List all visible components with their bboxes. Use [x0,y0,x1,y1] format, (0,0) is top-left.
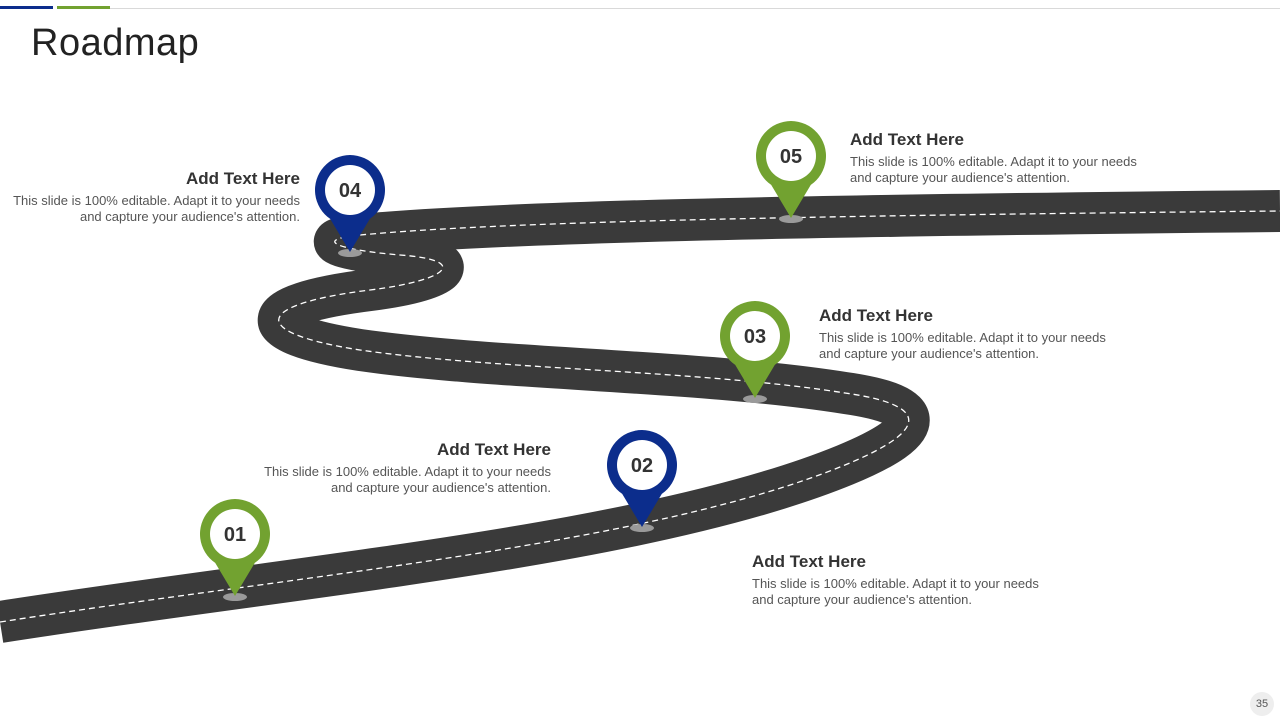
pin-inner-circle [766,131,816,181]
milestone-number: 05 [780,146,802,168]
pin-shadow [779,215,803,223]
pin-shadow [630,524,654,532]
pin-inner-circle [730,311,780,361]
note-02: Add Text Here This slide is 100% editabl… [251,440,551,496]
note-heading: Add Text Here [850,130,964,149]
pin-shadow [223,593,247,601]
accent-bar-green [57,6,110,9]
road-surface [0,190,1280,643]
note-extra: Add Text Here This slide is 100% editabl… [752,552,1052,608]
milestone-number: 02 [631,455,653,477]
milestone-pin-03: 03 [720,301,790,403]
milestone-number: 03 [744,326,766,348]
milestone-pin-05: 05 [755,121,826,223]
note-text: This slide is 100% editable. Adapt it to… [752,576,1039,607]
note-05: Add Text Here This slide is 100% editabl… [850,130,1150,186]
top-rule [110,8,1280,9]
note-heading: Add Text Here [437,440,551,459]
note-heading: Add Text Here [186,169,300,188]
page-number: 35 [1250,692,1274,716]
road-center-line [0,210,1280,623]
pin-shadow [338,249,362,257]
note-text: This slide is 100% editable. Adapt it to… [264,464,551,495]
accent-bar-blue [0,6,53,9]
note-04: Add Text Here This slide is 100% editabl… [0,169,300,225]
slide-title: Roadmap [31,22,200,64]
note-text: This slide is 100% editable. Adapt it to… [13,193,300,224]
milestone-number: 01 [224,524,246,546]
note-heading: Add Text Here [819,306,933,325]
milestone-pin-04: 04 [315,155,385,257]
note-text: This slide is 100% editable. Adapt it to… [819,330,1106,361]
milestone-pin-02: 02 [606,430,677,532]
pin-inner-circle [617,440,667,490]
pin-inner-circle [325,165,375,215]
pin-shadow [743,395,767,403]
note-text: This slide is 100% editable. Adapt it to… [850,154,1137,185]
note-03: Add Text Here This slide is 100% editabl… [819,306,1119,362]
milestone-pin-01: 01 [200,499,270,601]
note-heading: Add Text Here [752,552,866,571]
pin-inner-circle [210,509,260,559]
milestone-number: 04 [339,180,362,202]
